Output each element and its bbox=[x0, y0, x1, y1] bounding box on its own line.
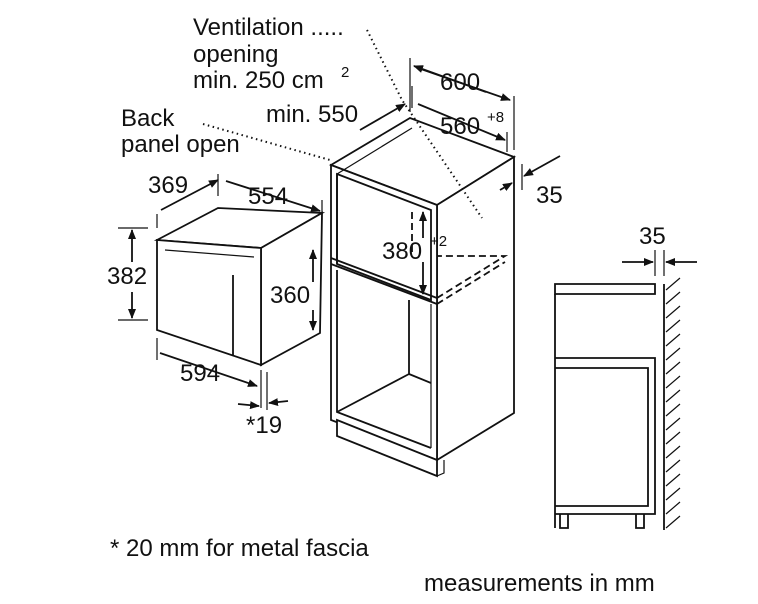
microwave-door-line bbox=[164, 249, 255, 258]
dim-min550-line bbox=[359, 103, 406, 131]
back-panel-label-line1: Back bbox=[121, 105, 175, 132]
ventilation-label-line3: min. 250 cm bbox=[193, 67, 324, 94]
ventilation-label-sup: 2 bbox=[341, 64, 349, 81]
microwave-front bbox=[156, 239, 262, 367]
dim-554-line bbox=[225, 180, 321, 213]
dim-35-right-label: 35 bbox=[536, 182, 563, 209]
housing-dimensions bbox=[359, 58, 561, 295]
back-panel-label-line2: panel open bbox=[121, 131, 240, 158]
dim-19-arrow-left bbox=[237, 401, 260, 410]
dim-594-label: 594 bbox=[180, 360, 220, 387]
dim-554-label: 554 bbox=[248, 183, 288, 210]
dim-382-label: 382 bbox=[107, 263, 147, 290]
dim-369-line bbox=[160, 179, 219, 211]
dim-369-label: 369 bbox=[148, 172, 188, 199]
dim-560-sup: +8 bbox=[487, 109, 504, 126]
dim-560-line bbox=[417, 103, 506, 141]
dim-min550-label: min. 550 bbox=[266, 101, 358, 128]
ventilation-leader bbox=[366, 29, 483, 219]
microwave-appliance bbox=[153, 207, 326, 367]
section-top-panel bbox=[554, 283, 656, 295]
dim-560-label: 560 bbox=[440, 113, 480, 140]
dim-360-label: 360 bbox=[270, 282, 310, 309]
dim-380-sup: +2 bbox=[430, 233, 447, 250]
housing-side bbox=[436, 155, 515, 462]
measurements-text: measurements in mm bbox=[424, 570, 655, 597]
tall-housing-unit bbox=[328, 117, 517, 478]
ventilation-label-line2: opening bbox=[193, 41, 278, 68]
ventilation-label-line1: Ventilation ..... bbox=[193, 14, 344, 41]
section-lower-box bbox=[555, 357, 656, 515]
section-foot-left bbox=[559, 514, 569, 529]
dim-35-right-arrow-a bbox=[523, 155, 561, 177]
section-foot-right bbox=[635, 514, 645, 529]
dim-35-right-arrow-b bbox=[499, 182, 513, 191]
dim-600-label: 600 bbox=[440, 69, 480, 96]
side-section-view bbox=[554, 250, 697, 530]
back-panel-leader bbox=[202, 123, 331, 161]
dim-19-arrow-right bbox=[268, 398, 289, 407]
wall-hatching bbox=[665, 277, 681, 529]
dim-35-wall-label: 35 bbox=[639, 223, 666, 250]
microwave-dimensions bbox=[118, 174, 323, 410]
dim-19-label: *19 bbox=[246, 412, 282, 439]
dim-594-line bbox=[159, 352, 258, 387]
shelf-dashed bbox=[436, 255, 509, 299]
dim-380-label: 380 bbox=[382, 238, 422, 265]
footnote-text: * 20 mm for metal fascia bbox=[110, 535, 369, 562]
